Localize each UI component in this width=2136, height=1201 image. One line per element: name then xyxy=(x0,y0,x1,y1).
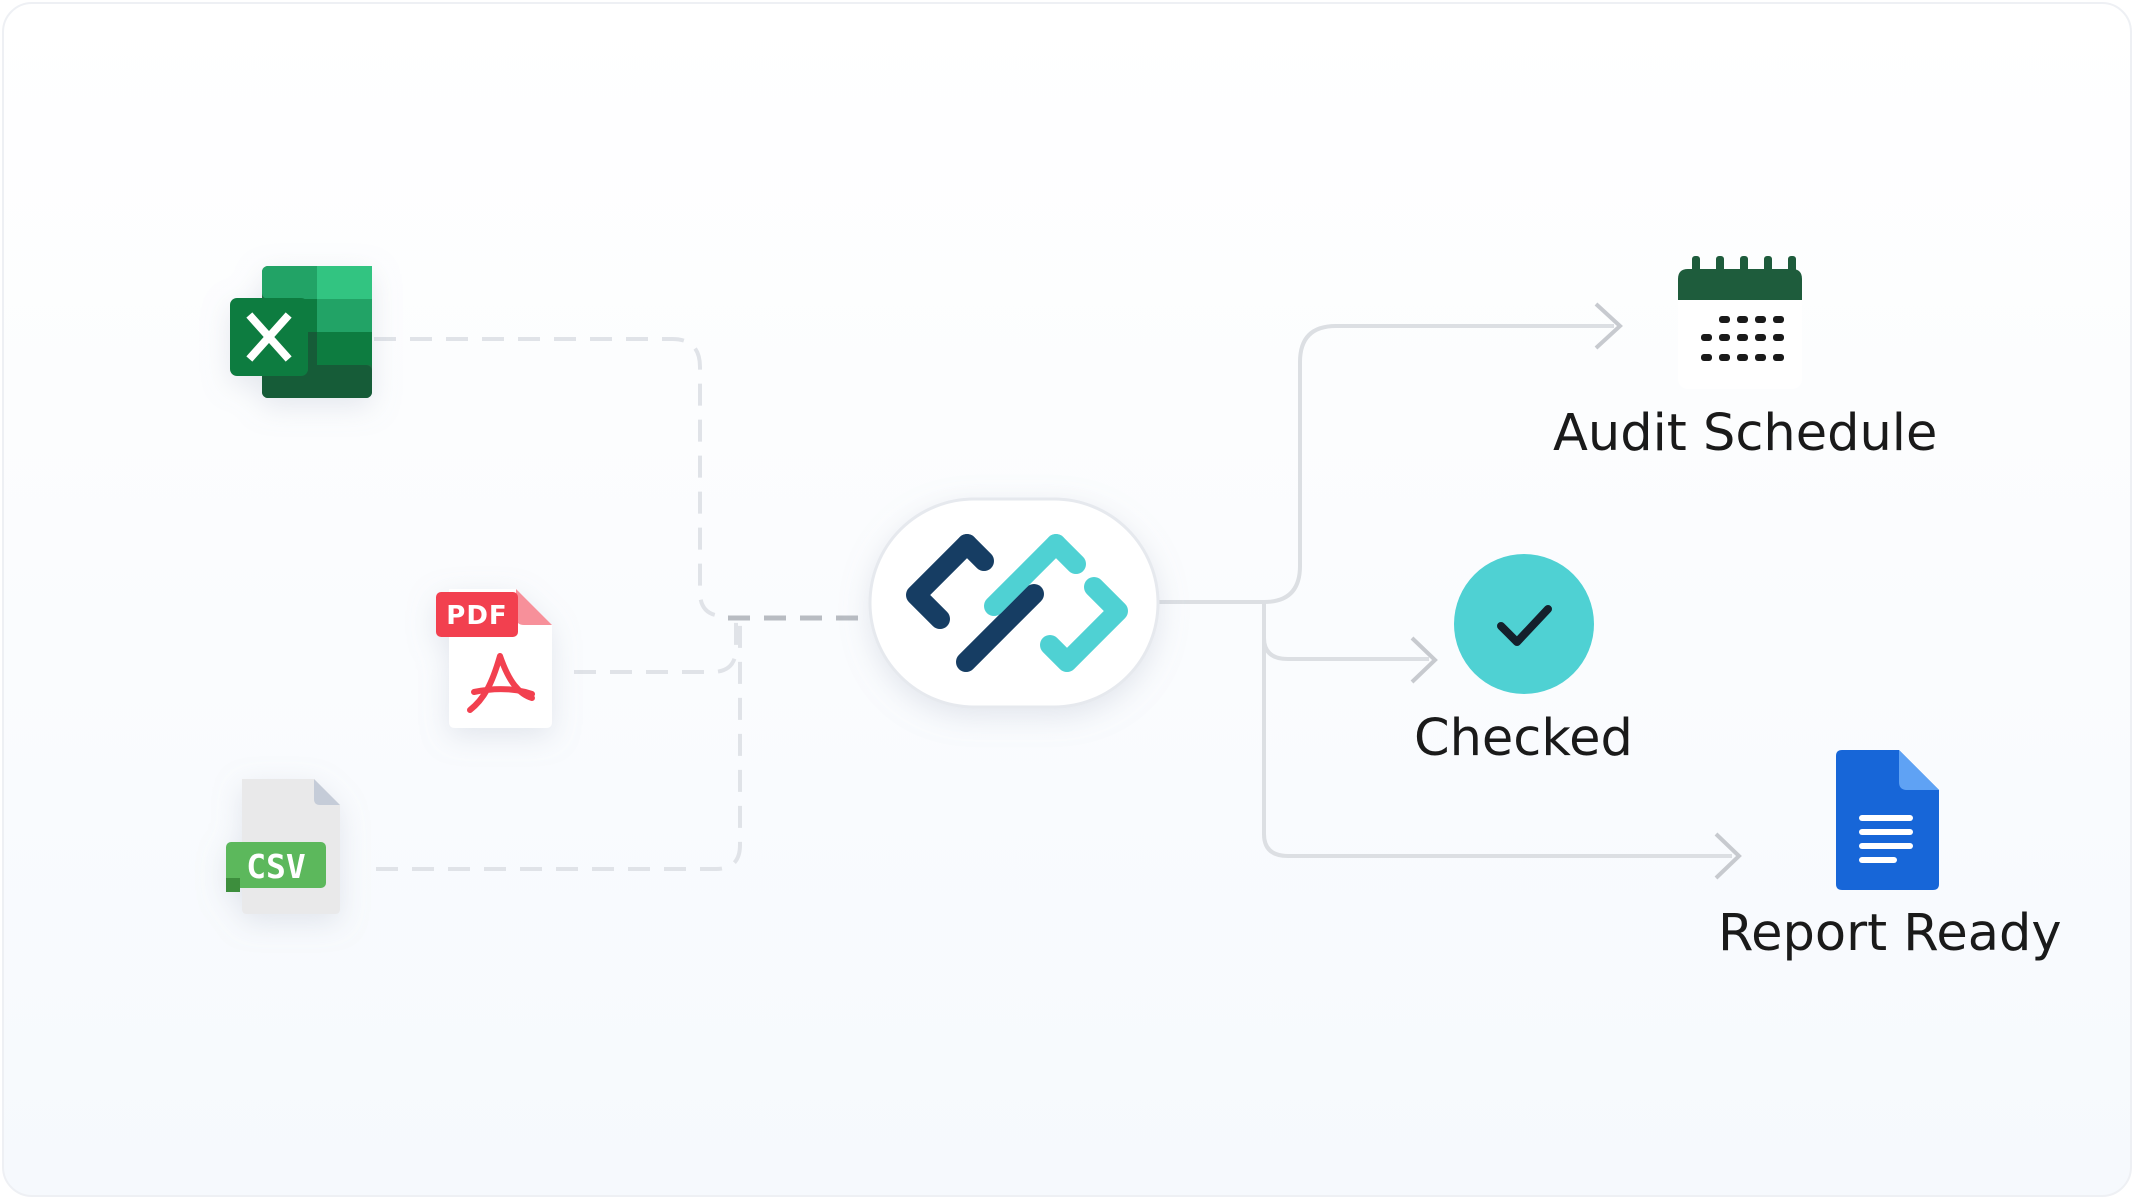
checked-arrow-head xyxy=(1410,636,1438,684)
report-connector xyxy=(1262,638,1732,858)
audit-schedule-label: Audit Schedule xyxy=(1553,404,1938,463)
calendar-icon xyxy=(1678,256,1802,389)
pdf-icon: PDF xyxy=(436,589,552,728)
document-icon xyxy=(1836,750,1939,890)
excel-icon xyxy=(230,266,372,398)
checked-connector xyxy=(1262,602,1429,661)
hub-node xyxy=(868,497,1160,709)
workflow-diagram: PDF CSV xyxy=(226,256,1939,914)
output-connectors xyxy=(1152,302,1742,880)
audit-connector xyxy=(1152,324,1614,604)
chain-link-logo-icon xyxy=(906,534,1128,672)
excel-connector xyxy=(374,337,725,618)
input-connectors xyxy=(374,337,742,871)
check-circle-icon xyxy=(1454,554,1594,694)
csv-badge-text: CSV xyxy=(246,847,306,886)
pdf-badge-text: PDF xyxy=(446,601,507,631)
csv-connector xyxy=(376,622,742,871)
report-ready-label: Report Ready xyxy=(1718,904,2062,963)
audit-arrow-head xyxy=(1594,302,1623,350)
report-arrow-head xyxy=(1714,832,1742,880)
checked-label: Checked xyxy=(1414,709,1633,768)
pdf-connector xyxy=(574,619,738,674)
csv-icon: CSV xyxy=(226,779,340,914)
